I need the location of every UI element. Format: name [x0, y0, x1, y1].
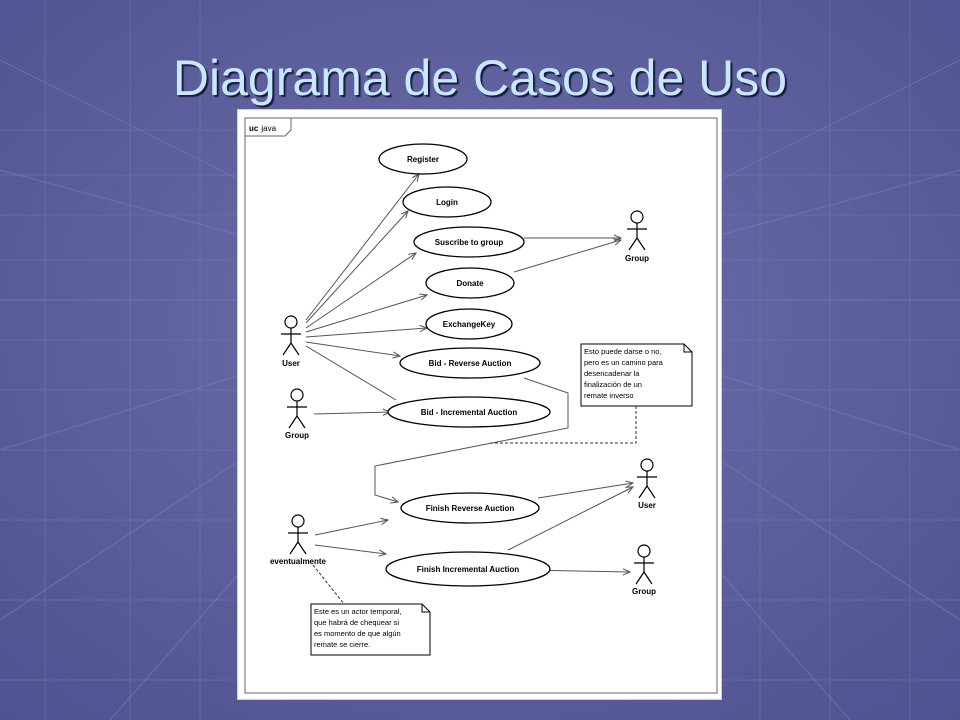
assoc-user-suscribe	[305, 253, 416, 329]
usecase-login-shape	[402, 186, 492, 218]
frame-keyword: uc	[249, 124, 259, 133]
actor-user-left-icon	[281, 315, 301, 356]
usecase-login: Login	[436, 198, 458, 207]
usecase-donate: Donate	[456, 279, 484, 288]
frame-tab	[245, 118, 292, 137]
slide-title: Diagrama de Casos de Uso	[172, 50, 788, 106]
actor-user-right-label: User	[638, 501, 656, 510]
actor-eventual-icon	[288, 514, 308, 555]
usecase-bid-reverse: Bid - Reverse Auction	[429, 359, 512, 368]
uml-frame	[244, 117, 718, 694]
actor-user-left-label: User	[282, 359, 300, 368]
assoc-finish-reverse-user	[537, 483, 633, 499]
actor-user-right-icon	[637, 458, 657, 499]
usecase-finish-reverse-shape	[400, 492, 540, 524]
usecase-register: Register	[407, 155, 439, 164]
usecase-bid-reverse-shape	[399, 347, 541, 379]
svg-text:Este es un actor temporal,: Este es un actor temporal, que habrá de …	[314, 607, 404, 649]
frame-name: java	[260, 124, 276, 133]
actor-eventual-label: eventualmente	[270, 557, 327, 566]
usecase-finish-incremental-shape	[385, 551, 551, 587]
assoc-donate-group	[513, 240, 621, 273]
actor-group-right-icon	[627, 210, 647, 251]
actor-group-right-label: Group	[625, 254, 649, 263]
assoc-user-login	[305, 211, 408, 324]
actor-group-bottom-icon	[634, 544, 654, 585]
assoc-user-donate	[305, 295, 427, 333]
note-temporal-anchor	[312, 564, 345, 605]
usecase-suscribe-shape	[413, 226, 525, 258]
actor-group-left-label: Group	[285, 431, 309, 440]
assoc-user-register	[305, 174, 419, 321]
usecase-bid-incremental: Bid - Incremental Auction	[421, 408, 518, 417]
svg-text:Esto puede darse o no, p: Esto puede darse o no, pero es un camino…	[584, 347, 665, 400]
usecase-register-shape	[378, 143, 468, 175]
usecase-bid-incremental-shape	[387, 396, 551, 428]
note-temporal: Este es un actor temporal, que habrá de …	[310, 603, 431, 656]
assoc-user-bid-incremental	[305, 345, 397, 401]
usecase-finish-reverse: Finish Reverse Auction	[426, 504, 515, 513]
assoc-eventual-finish-reverse	[314, 520, 388, 536]
assoc-user-exchange	[305, 328, 427, 338]
assoc-finish-incremental-user	[507, 487, 633, 551]
assoc-group-bid-incremental	[313, 412, 390, 414]
usecase-suscribe: Suscribe to group	[435, 238, 504, 247]
assoc-user-bid-reverse	[305, 341, 400, 356]
usecase-donate-shape	[425, 267, 515, 299]
usecase-exchange: ExchangeKey	[443, 320, 496, 329]
actor-group-left-icon	[287, 388, 307, 429]
note-reverse-anchor	[488, 406, 637, 444]
assoc-eventual-finish-incremental	[314, 544, 386, 554]
note-reverse: Esto puede darse o no, pero es un camino…	[580, 343, 693, 407]
actor-group-bottom-label: Group	[632, 587, 656, 596]
reverse-to-finish-path	[374, 377, 569, 502]
usecase-finish-incremental: Finish Incremental Auction	[417, 565, 519, 574]
usecase-exchange-shape	[425, 308, 513, 340]
